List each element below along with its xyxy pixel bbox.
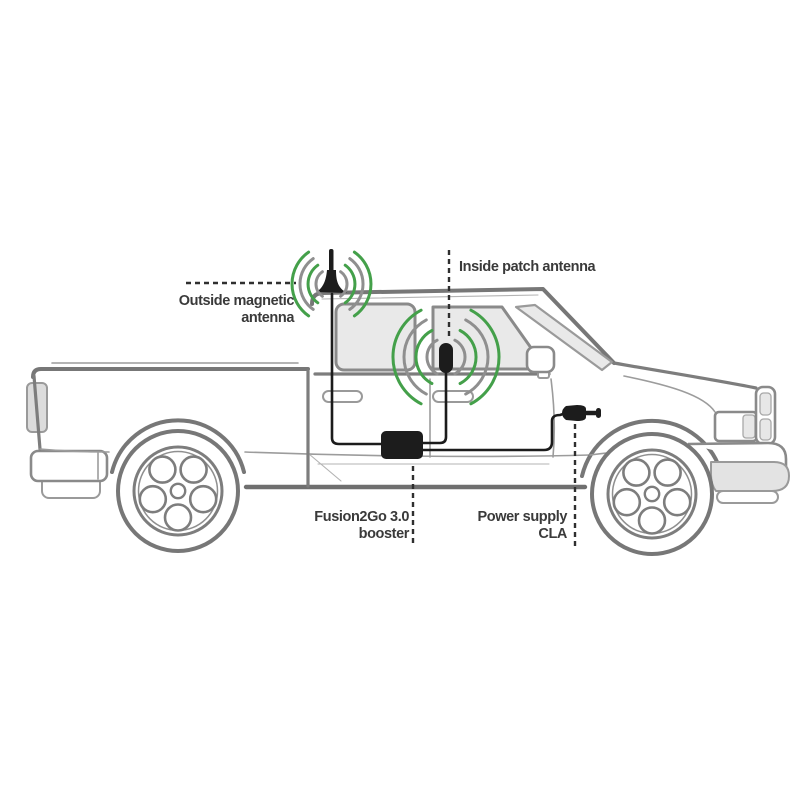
drip-rail-line [321,294,539,300]
label-outside-antenna-line1: Outside magnetic [179,293,295,309]
signal-arc [391,308,423,406]
front-bumper-lip [716,490,779,504]
signal-arc [348,257,365,311]
rear-door-handle [322,390,363,403]
inside-antenna-cable [421,371,448,445]
signal-arc [306,263,320,305]
signal-arc [290,250,311,318]
signal-arc [425,338,439,376]
cla-power-plug [562,405,601,421]
front-bumper-lower [710,461,790,492]
grille-slot-lower [759,418,772,441]
rear-wheel-arch [110,418,246,474]
rear-bumper [29,449,109,483]
signal-arc [414,329,434,385]
side-mirror [525,345,556,374]
plug-tip [596,408,601,418]
headlight-inner [742,414,756,439]
annotations: Outside magnetic antenna Inside patch an… [179,250,597,547]
outside-antenna-cable [330,292,383,446]
front-wheel-arch [580,418,724,478]
front-door-handle [432,390,474,403]
windshield [514,303,614,372]
plug-body [562,405,586,421]
label-inside-antenna: Inside patch antenna [459,259,597,275]
inside-patch-antenna [439,343,453,373]
front-wheel [590,432,714,556]
door-seam-front [550,378,556,458]
truck-outline [26,287,790,504]
signal-arc [469,308,501,406]
bed-rail [31,367,310,379]
signal-arc [298,257,315,311]
booster-kit [316,249,601,459]
label-booster-line2: booster [359,526,410,542]
signal-arc [314,270,324,298]
hood-line [612,361,758,390]
antenna-base [316,270,347,293]
label-power-line1: Power supply [478,509,568,525]
bed-lower-line [39,448,110,453]
roof-and-a-pillar [310,287,616,365]
signal-arc [339,270,349,298]
outside-magnetic-antenna [316,249,347,293]
signal-arc [453,338,467,376]
signal-arc [402,318,428,396]
fusion2go-booster-box [381,431,423,459]
signal-waves-patch-antenna [391,308,501,406]
signal-arc [352,250,373,318]
label-power-line2: CLA [538,526,568,542]
label-outside-antenna-line2: antenna [241,310,295,326]
signal-arc [458,329,478,385]
antenna-mast [329,249,334,276]
fender-crease [623,375,716,413]
label-booster-line1: Fusion2Go 3.0 [314,509,409,525]
signal-waves-roof-antenna [290,250,373,318]
grille-slot-upper [759,392,772,416]
rear-wheel [116,429,240,553]
tailgate-edge [32,374,42,451]
cab-corner-line [308,453,342,482]
power-cable [421,411,568,452]
rear-door-window [334,302,417,372]
signal-arc [343,263,357,305]
signal-arc [464,318,490,396]
